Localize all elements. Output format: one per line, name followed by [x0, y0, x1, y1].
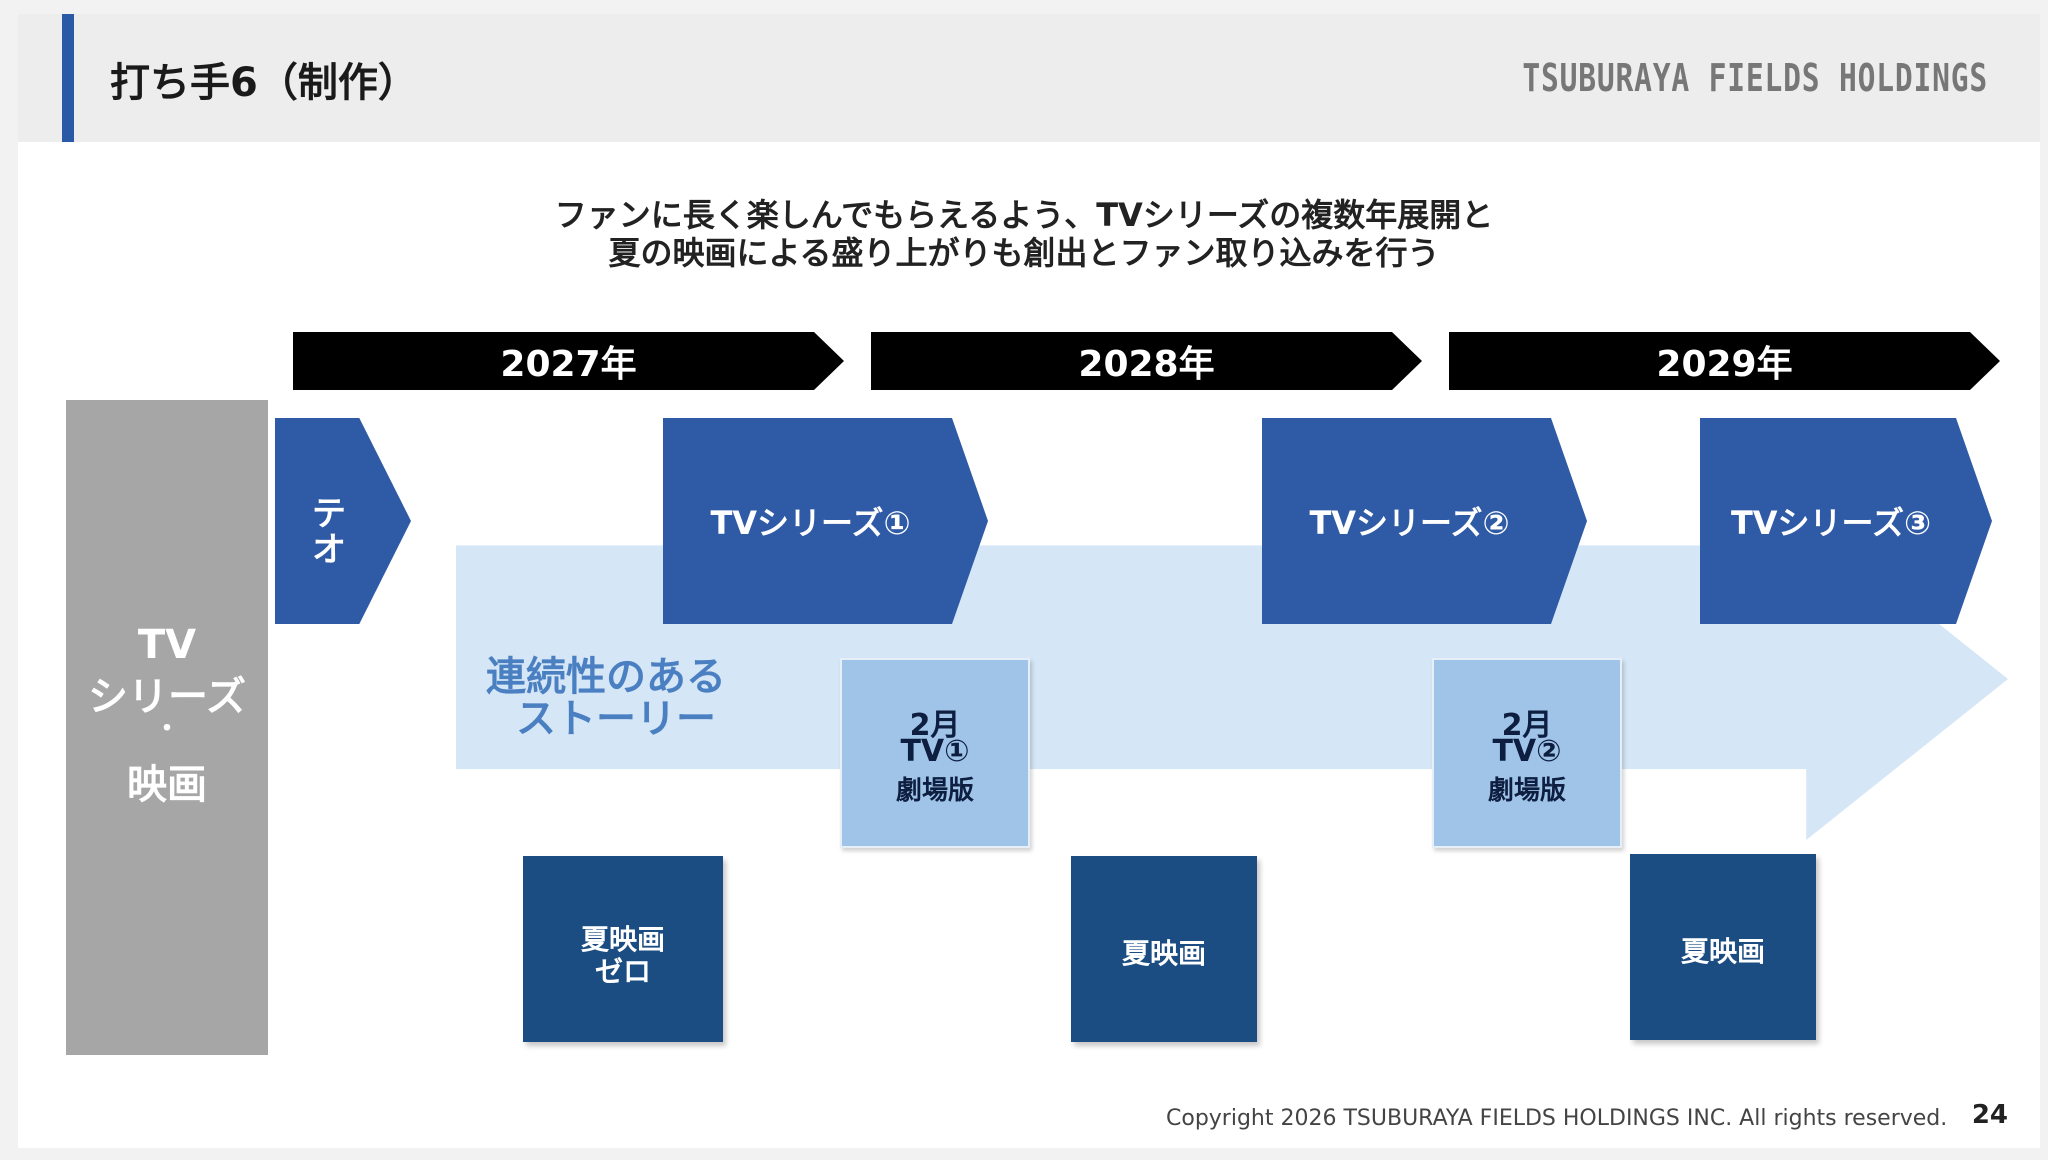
side-label-line-3: ・ [153, 714, 180, 744]
year-arrow-2027: 2027年 [293, 332, 844, 390]
summer-movie-2029: 夏映画 [1630, 854, 1816, 1040]
copyright-text: Copyright 2026 TSUBURAYA FIELDS HOLDINGS… [1166, 1106, 1948, 1131]
movie-type: 劇場版 [895, 776, 974, 806]
teo-label-line-2: オ [312, 530, 346, 570]
summer-movie-label-1: 夏映画 [580, 923, 665, 956]
header-accent-bar [62, 14, 74, 142]
subtitle-line-2: 夏の映画による盛り上がりも創出とファン取り込みを行う [608, 234, 1440, 272]
side-label-line-4: 映画 [127, 762, 207, 808]
summer-movie-zero: 夏映画 ゼロ [523, 856, 723, 1042]
year-arrow-2029: 2029年 [1449, 332, 2000, 390]
side-label-line-1: TV [137, 622, 197, 668]
side-category-block: TV シリーズ ・ 映画 [66, 400, 268, 1055]
subtitle-line-1: ファンに長く楽しんでもらえるよう、TVシリーズの複数年展開と [554, 196, 1494, 234]
tv-series-1-chevron: TVシリーズ① [663, 418, 988, 624]
movie-tv2-theatrical: 2月 TV② 劇場版 [1432, 658, 1622, 848]
teo-label-line-1: テ [312, 494, 346, 534]
side-label-line-2: シリーズ [88, 674, 246, 720]
summer-movie-label: 夏映画 [1680, 935, 1765, 968]
movie-series: TV① [900, 734, 970, 769]
movie-month: 2月 [909, 708, 961, 743]
tv-series-3-chevron: TVシリーズ③ [1700, 418, 1992, 624]
movie-tv1-theatrical: 2月 TV① 劇場版 [840, 658, 1030, 848]
brand-logo-text: TSUBURAYA FIELDS HOLDINGS [1522, 56, 1988, 100]
summer-movie-label-2: ゼロ [594, 955, 651, 988]
movie-type: 劇場版 [1487, 776, 1566, 806]
header-band [18, 14, 2040, 142]
page-title: 打ち手6（制作） [110, 60, 418, 106]
summer-movie-2028: 夏映画 [1071, 856, 1257, 1042]
summer-movie-label: 夏映画 [1121, 937, 1206, 970]
movie-series: TV② [1492, 734, 1562, 769]
story-label-line-2: ストーリー [516, 696, 716, 742]
movie-month: 2月 [1501, 708, 1553, 743]
page-number: 24 [1971, 1100, 2008, 1130]
story-label-line-1: 連続性のある [486, 654, 726, 700]
tv-series-2-chevron: TVシリーズ② [1262, 418, 1587, 624]
year-arrow-2028: 2028年 [871, 332, 1422, 390]
